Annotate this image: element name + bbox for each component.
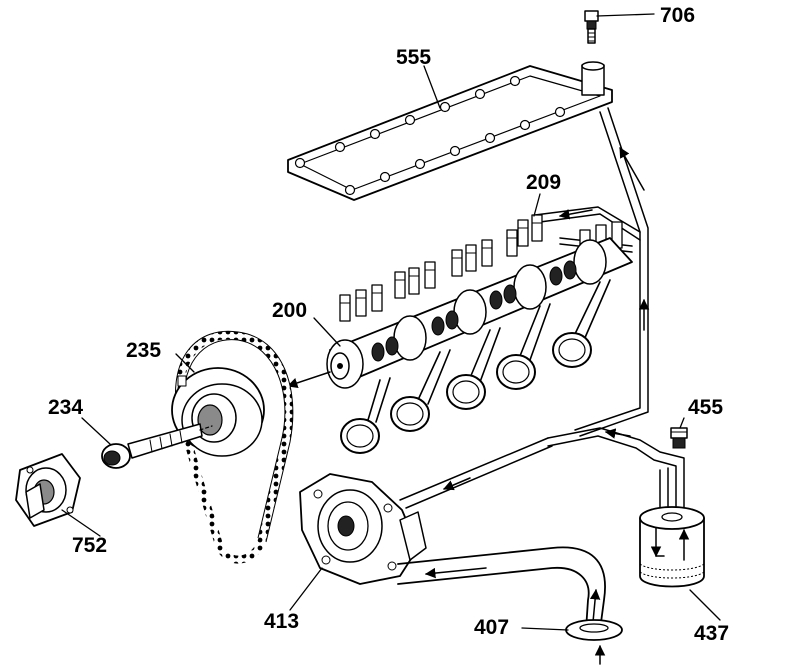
callout-706: 706 — [660, 4, 695, 27]
callout-555: 555 — [396, 46, 431, 69]
part-234-bolt — [101, 423, 213, 469]
camshaft-arrow — [287, 371, 331, 388]
part-413-oil-pump — [299, 473, 427, 585]
callout-437: 437 — [694, 622, 729, 645]
callout-235: 235 — [126, 339, 161, 362]
part-455-plug — [670, 427, 688, 449]
callout-752: 752 — [72, 534, 107, 557]
connecting-rods — [340, 279, 611, 454]
oil-flow-lines — [399, 107, 685, 513]
callout-labels: 706 555 209 200 235 234 455 752 413 407 … — [48, 4, 729, 645]
callout-200: 200 — [272, 299, 307, 322]
callout-455: 455 — [688, 396, 723, 419]
part-437-oil-filter — [639, 506, 705, 588]
callout-209: 209 — [526, 171, 561, 194]
leader-lines — [61, 13, 721, 631]
callout-413: 413 — [264, 610, 299, 633]
part-407-pickup — [397, 546, 623, 665]
part-706-sensor — [584, 10, 599, 44]
part-200-camshaft — [326, 237, 633, 389]
part-752-sensor — [15, 453, 81, 527]
part-555-gasket — [287, 61, 613, 201]
callout-234: 234 — [48, 396, 83, 419]
part-235-sprocket-chain — [171, 330, 294, 564]
part-209-lifters — [339, 214, 623, 322]
callout-407: 407 — [474, 616, 509, 639]
